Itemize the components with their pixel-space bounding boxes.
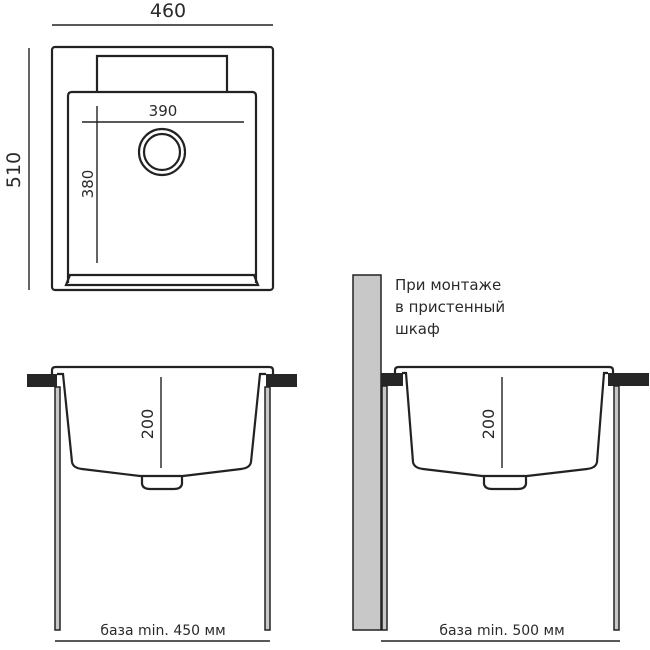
base-label: база min. 500 мм [439, 623, 564, 639]
top-view: 460 510 390 380 [3, 0, 275, 292]
cabinet-side-left [381, 385, 388, 631]
sink-rim [393, 365, 615, 373]
sink-outline [50, 45, 275, 292]
bowl-profile [57, 372, 266, 478]
section-wall: При монтаже в пристенный шкаф 200 база m… [352, 274, 649, 642]
bowl-outline [66, 90, 258, 283]
cabinet-side-left [54, 386, 61, 631]
depth-label: 200 [138, 409, 157, 440]
note-line-1: При монтаже [395, 276, 501, 294]
note-line-2: в пристенный [395, 298, 505, 316]
section-standard: 200 база min. 450 мм [27, 365, 297, 642]
countertop-left [381, 373, 403, 386]
height-label: 510 [3, 152, 25, 188]
wall-panel [352, 274, 382, 631]
drain-inner-icon [142, 132, 182, 172]
bowl-profile [402, 371, 608, 478]
countertop-right [608, 373, 649, 386]
back-ledge [95, 54, 229, 92]
drain-profile [482, 477, 528, 491]
drain-outer-icon [137, 127, 187, 177]
drain-profile [140, 477, 184, 491]
note-line-3: шкаф [395, 320, 440, 338]
bowl-front-ledge [64, 273, 260, 287]
countertop-left [27, 374, 57, 387]
countertop-right [266, 374, 297, 387]
bowl-length-label: 380 [79, 170, 97, 199]
width-label: 460 [150, 0, 186, 22]
cabinet-side-right [264, 386, 271, 631]
cabinet-side-right [613, 385, 620, 631]
bowl-width-label: 390 [149, 102, 178, 120]
sink-rim [50, 365, 275, 374]
depth-label: 200 [479, 409, 498, 440]
base-label: база min. 450 мм [100, 623, 225, 639]
